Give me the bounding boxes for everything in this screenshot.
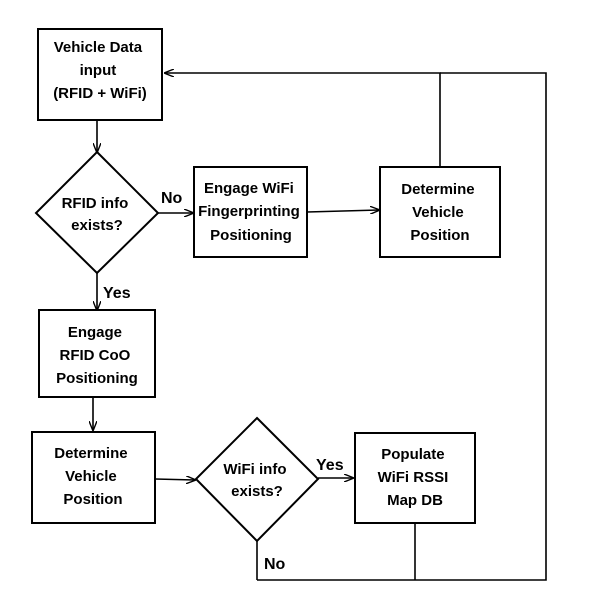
label-rfid-info-exists: RFID info exists? (62, 195, 133, 234)
edge-determine-bottom-to-wifi-decision (154, 479, 195, 480)
node-determine-position-top (379, 166, 501, 258)
label-engage-rfid-coo: Engage RFID CoO Positioning (56, 324, 138, 387)
edge-feedback-loop (257, 72, 547, 581)
node-rfid-info-exists (34, 150, 160, 275)
edge-label-wifi-no: No (264, 556, 286, 573)
edge-determine-top-to-input (165, 73, 441, 167)
edge-wifi-fp-to-determine-top (306, 210, 379, 212)
edge-label-rfid-yes: Yes (103, 285, 131, 302)
node-engage-rfid-coo (38, 309, 156, 398)
label-engage-wifi-fingerprinting: Engage WiFi Fingerprinting Positioning (198, 180, 304, 244)
edge-label-rfid-no: No (161, 190, 183, 207)
node-populate-wifi-rssi (354, 432, 476, 524)
connectors (93, 72, 547, 581)
node-determine-position-bottom (31, 431, 156, 524)
label-wifi-info-exists: WiFi info exists? (223, 461, 290, 500)
label-populate-wifi-rssi: Populate WiFi RSSI Map DB (378, 446, 453, 509)
node-wifi-info-exists (194, 416, 320, 543)
edge-label-wifi-yes: Yes (316, 457, 344, 474)
label-determine-position-bottom: Determine Vehicle Position (54, 445, 132, 508)
nodes (31, 28, 501, 543)
label-determine-position-top: Determine Vehicle Position (401, 181, 479, 244)
node-engage-wifi-fingerprinting (193, 166, 308, 258)
label-vehicle-data-input: Vehicle Data input (RFID + WiFi) (53, 39, 147, 102)
node-vehicle-data-input (37, 28, 163, 121)
